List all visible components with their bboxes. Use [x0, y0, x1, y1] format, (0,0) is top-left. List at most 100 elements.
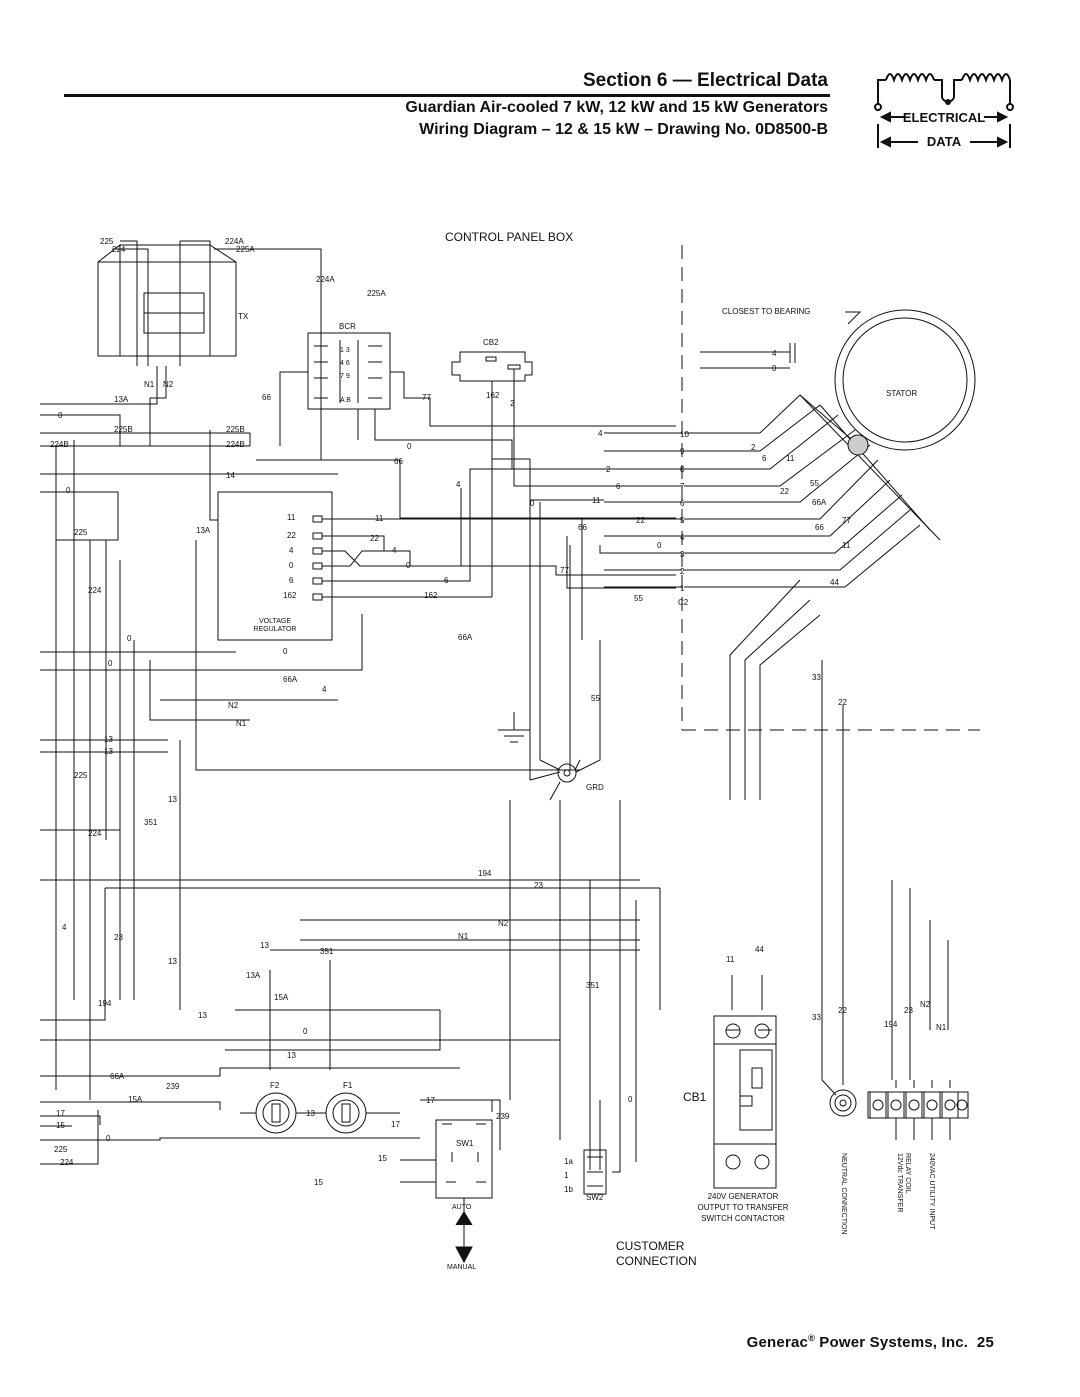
- svg-text:6: 6: [444, 576, 449, 585]
- svg-text:224: 224: [112, 245, 126, 254]
- svg-text:23: 23: [534, 881, 543, 890]
- sw1-label: SW1: [456, 1139, 474, 1148]
- svg-text:225B: 225B: [114, 425, 133, 434]
- svg-text:225: 225: [74, 771, 88, 780]
- svg-text:13: 13: [306, 1109, 315, 1118]
- svg-text:6: 6: [680, 499, 685, 508]
- svg-text:11: 11: [592, 496, 601, 505]
- svg-text:0: 0: [772, 364, 777, 373]
- svg-text:66A: 66A: [110, 1072, 125, 1081]
- badge-label-electrical: ELECTRICAL: [903, 110, 985, 125]
- svg-text:15: 15: [314, 1178, 323, 1187]
- svg-text:162: 162: [486, 391, 500, 400]
- header-rule: [64, 94, 830, 97]
- terminal-strip: [867, 1080, 969, 1140]
- svg-text:11: 11: [786, 454, 795, 463]
- cb1-label: CB1: [683, 1090, 707, 1104]
- svg-text:13A: 13A: [114, 395, 129, 404]
- generator-output-label-2: OUTPUT TO TRANSFER: [698, 1203, 789, 1212]
- svg-text:1: 1: [680, 584, 685, 593]
- svg-text:15A: 15A: [128, 1095, 143, 1104]
- svg-text:22: 22: [636, 516, 645, 525]
- footer-company-rest: Power Systems, Inc.: [814, 1334, 969, 1351]
- svg-text:66: 66: [578, 523, 587, 532]
- neutral-connection-label: NEUTRAL CONNECTION: [840, 1153, 847, 1234]
- electrical-data-badge: ELECTRICAL DATA: [874, 73, 1014, 149]
- svg-text:23: 23: [904, 1006, 913, 1015]
- svg-text:N2: N2: [163, 380, 174, 389]
- svg-text:4: 4: [456, 480, 461, 489]
- stator: [834, 309, 976, 451]
- svg-text:14: 14: [226, 471, 235, 480]
- svg-text:77: 77: [422, 393, 431, 402]
- svg-text:13: 13: [168, 795, 177, 804]
- svg-text:5: 5: [680, 516, 685, 525]
- svg-text:0: 0: [106, 1134, 111, 1143]
- svg-text:13A: 13A: [196, 526, 211, 535]
- svg-text:66: 66: [394, 457, 403, 466]
- utility-input-label: 240VAC UTILITY INPUT: [928, 1153, 935, 1230]
- svg-text:17: 17: [56, 1109, 65, 1118]
- neutral-lug: [829, 1089, 857, 1117]
- svg-text:351: 351: [320, 947, 334, 956]
- svg-text:224B: 224B: [226, 440, 245, 449]
- svg-text:66A: 66A: [812, 498, 827, 507]
- svg-text:N2: N2: [498, 919, 509, 928]
- svg-text:351: 351: [144, 818, 158, 827]
- svg-text:44: 44: [755, 945, 764, 954]
- svg-text:22: 22: [780, 487, 789, 496]
- svg-text:0: 0: [127, 634, 132, 643]
- manual-label: MANUAL: [447, 1264, 476, 1271]
- svg-text:0: 0: [406, 561, 411, 570]
- svg-text:55: 55: [810, 479, 819, 488]
- svg-text:224A: 224A: [225, 237, 244, 246]
- svg-text:1 3: 1 3: [340, 347, 350, 354]
- generator-output-label-3: SWITCH CONTACTOR: [701, 1214, 785, 1223]
- f1-label: F1: [343, 1081, 353, 1090]
- svg-text:1b: 1b: [564, 1185, 573, 1194]
- svg-text:17: 17: [391, 1120, 400, 1129]
- svg-text:66: 66: [815, 523, 824, 532]
- svg-text:7: 7: [680, 482, 685, 491]
- diagram-subtitle: Guardian Air-cooled 7 kW, 12 kW and 15 k…: [405, 99, 828, 116]
- svg-text:351: 351: [586, 981, 600, 990]
- svg-text:0: 0: [303, 1027, 308, 1036]
- svg-text:11: 11: [375, 514, 384, 523]
- svg-text:225: 225: [54, 1145, 68, 1154]
- svg-text:4: 4: [392, 546, 397, 555]
- svg-text:239: 239: [496, 1112, 510, 1121]
- svg-text:1a: 1a: [564, 1157, 573, 1166]
- drawing-number: Wiring Diagram – 12 & 15 kW – Drawing No…: [419, 121, 828, 138]
- svg-text:194: 194: [478, 869, 492, 878]
- svg-text:22: 22: [838, 698, 847, 707]
- svg-text:4: 4: [772, 349, 777, 358]
- svg-text:224: 224: [88, 829, 102, 838]
- svg-text:4: 4: [322, 685, 327, 694]
- svg-text:224: 224: [88, 586, 102, 595]
- svg-text:55: 55: [634, 594, 643, 603]
- svg-text:0: 0: [407, 442, 412, 451]
- ground-hub: [557, 763, 577, 783]
- svg-text:4: 4: [289, 546, 294, 555]
- svg-text:1: 1: [564, 1171, 569, 1180]
- stator-label: STATOR: [886, 389, 917, 398]
- svg-text:N1: N1: [236, 719, 247, 728]
- svg-text:2: 2: [606, 465, 611, 474]
- customer-connection-label: CUSTOMER: [616, 1239, 685, 1253]
- svg-text:2: 2: [680, 567, 685, 576]
- section-title: Section 6 — Electrical Data: [583, 70, 828, 91]
- svg-text:225: 225: [100, 237, 114, 246]
- svg-text:N2: N2: [920, 1000, 931, 1009]
- svg-text:9: 9: [680, 447, 685, 456]
- svg-text:224A: 224A: [316, 275, 335, 284]
- svg-text:44: 44: [830, 578, 839, 587]
- svg-text:4: 4: [62, 923, 67, 932]
- svg-text:2: 2: [751, 443, 756, 452]
- svg-text:N1: N1: [144, 380, 155, 389]
- svg-text:15: 15: [56, 1121, 65, 1130]
- svg-text:225: 225: [74, 528, 88, 537]
- svg-text:13: 13: [168, 957, 177, 966]
- fuse-f1: [320, 1092, 400, 1134]
- svg-text:13: 13: [198, 1011, 207, 1020]
